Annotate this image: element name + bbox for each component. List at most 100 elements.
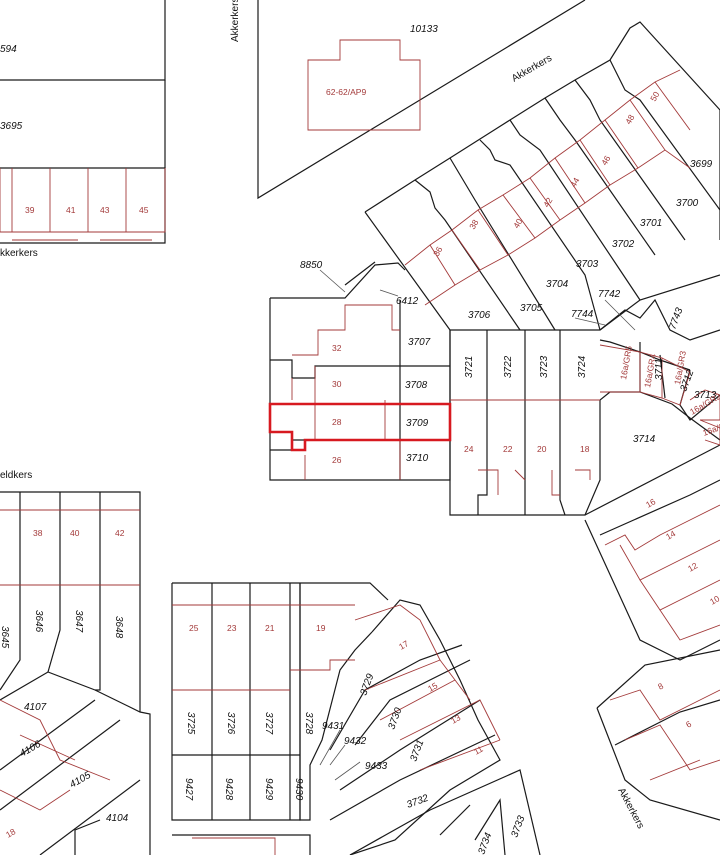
house-number: 42 — [541, 196, 555, 209]
house-number: 8 — [656, 681, 665, 692]
house-number: 22 — [503, 444, 513, 454]
house-number: 43 — [100, 205, 110, 215]
parcel-number: 3708 — [405, 380, 428, 391]
parcel-number: 8850 — [300, 260, 323, 271]
parcel-number: 4106 — [18, 739, 43, 760]
street-label: eldkers — [0, 470, 32, 481]
parcel-number: 3647 — [73, 610, 84, 633]
street-label: Akkerkers — [230, 0, 241, 42]
parcel-number: 3732 — [405, 793, 430, 811]
parcel-number: 4104 — [106, 813, 129, 824]
house-number: 62-62/AP9 — [326, 87, 366, 97]
parcel-number: 3705 — [520, 303, 543, 314]
house-number: 41 — [66, 205, 76, 215]
house-number: 24 — [464, 444, 474, 454]
parcel-number: 7743 — [667, 306, 685, 331]
parcel-number: 9433 — [365, 761, 388, 772]
house-number: 6 — [684, 719, 693, 730]
house-number: 40 — [511, 217, 525, 230]
parcel-number: 3701 — [640, 218, 662, 229]
parcel-number: 3721 — [464, 356, 475, 378]
street-label: Akkerkers — [510, 53, 554, 85]
house-number: 40 — [70, 528, 80, 538]
parcel-number: 3725 — [185, 712, 196, 735]
house-number: 14 — [664, 528, 677, 542]
parcel-number: 3700 — [676, 198, 699, 209]
parcel-number: 9430 — [293, 778, 304, 801]
parcel-number: 4107 — [24, 702, 47, 713]
house-number: 23 — [227, 623, 237, 633]
house-number: 20 — [537, 444, 547, 454]
parcel-number: 9428 — [223, 778, 234, 801]
parcel-number: 3702 — [612, 239, 635, 250]
house-number: 26 — [332, 455, 342, 465]
parcel-number: 3726 — [225, 712, 236, 735]
parcel-number: 3703 — [576, 259, 599, 270]
house-number: 16 — [644, 496, 657, 510]
parcel-number: 594 — [0, 44, 17, 55]
parcel-number: 7742 — [598, 289, 621, 300]
parcel-number: 3707 — [408, 337, 431, 348]
parcel-number: 3722 — [503, 355, 514, 378]
house-number: 30 — [332, 379, 342, 389]
parcel-number: 3723 — [539, 355, 550, 378]
selected-parcel-outline[interactable] — [268, 402, 452, 452]
parcel-number: 3724 — [577, 355, 588, 378]
parcel-number: 3714 — [633, 434, 656, 445]
parcel-number: 3699 — [690, 159, 713, 170]
house-number: 28 — [332, 417, 342, 427]
parcel-number: 10133 — [410, 24, 438, 35]
house-number: 18 — [580, 444, 590, 454]
house-number: 39 — [25, 205, 35, 215]
street-labels: Akkerkers Akkerkers kkerkers eldkers Akk… — [0, 0, 646, 831]
house-number: 38 — [467, 218, 481, 231]
parcel-number: 3648 — [113, 616, 124, 639]
parcel-number: 7744 — [571, 309, 594, 320]
street-label: kkerkers — [0, 248, 38, 259]
parcel-number: 3727 — [263, 712, 274, 735]
house-number: 16a/GR5 — [618, 345, 634, 381]
house-number: 18 — [4, 826, 17, 840]
house-number: 13 — [449, 712, 462, 726]
parcel-number: 3711 — [654, 358, 665, 380]
house-number: 45 — [139, 205, 149, 215]
parcel-number: 3704 — [546, 279, 569, 290]
parcel-number: 9431 — [322, 721, 344, 732]
house-number: 12 — [686, 560, 699, 574]
parcel-number-labels: 594 3695 10133 3699 3700 3701 3702 3703 … — [0, 24, 717, 855]
parcel-number: 4105 — [68, 770, 93, 791]
parcel-number: 9429 — [263, 778, 274, 801]
parcel-number: 3734 — [476, 831, 494, 855]
house-number: 10 — [708, 593, 720, 607]
house-number: 25 — [189, 623, 199, 633]
parcel-number: 3713 — [694, 390, 717, 401]
building-outlines — [0, 39, 720, 855]
parcel-number: 3706 — [468, 310, 491, 321]
parcel-number: 3695 — [0, 121, 23, 132]
parcel-number: 3733 — [509, 814, 527, 839]
parcel-number: 3709 — [406, 418, 429, 429]
house-number: 21 — [265, 623, 275, 633]
house-number: 19 — [316, 623, 326, 633]
house-number: 46 — [599, 154, 613, 167]
house-number: 32 — [332, 343, 342, 353]
house-number: 15 — [426, 680, 439, 694]
house-number: 48 — [623, 113, 637, 126]
house-number: 17 — [397, 638, 410, 652]
parcel-number: 9432 — [344, 736, 367, 747]
parcel-number: 9427 — [183, 778, 194, 801]
house-number: 38 — [33, 528, 43, 538]
house-number: 36 — [431, 245, 445, 258]
parcel-number: 3710 — [406, 453, 429, 464]
parcel-number: 3646 — [33, 610, 44, 633]
house-number: 50 — [648, 90, 662, 103]
leader-lines — [319, 269, 636, 781]
house-number: 42 — [115, 528, 125, 538]
parcel-number: 3728 — [303, 712, 314, 735]
house-number: 44 — [568, 176, 582, 189]
parcel-number: 3731 — [408, 738, 426, 763]
parcel-number: 3730 — [386, 706, 404, 731]
